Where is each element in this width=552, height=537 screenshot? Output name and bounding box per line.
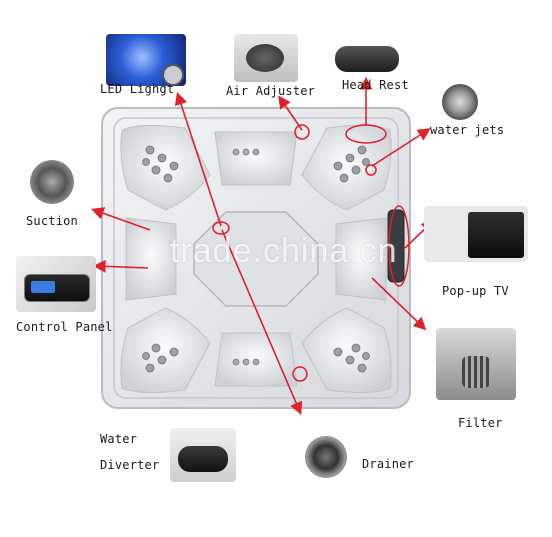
callout-arrows [90,76,435,415]
jets-bottom-left [142,343,179,373]
led-light-icon [162,64,184,86]
jets-top-right [333,145,370,183]
popup-tv-slot [387,209,405,283]
label-filter: Filter [458,416,503,430]
air-adjuster-photo [234,34,298,82]
label-suction: Suction [26,214,78,228]
label-popup-tv: Pop-up TV [442,284,509,298]
seat-bottom-left [120,307,211,394]
label-water-diverter-1: Water [100,432,138,446]
water-jet-photo [442,84,478,120]
control-panel-icon [24,274,90,302]
label-water-diverter-2: Diverter [100,458,160,472]
label-drainer: Drainer [362,457,414,471]
drainer-photo [305,436,347,478]
water-diverter-photo [170,428,236,482]
label-control-panel: Control Panel [16,320,113,334]
seat-left [125,217,177,301]
seat-top [214,131,298,186]
jets-top-left [142,145,179,183]
label-led-light: LED Lighgt [100,82,175,96]
filter-photo [436,328,516,400]
suction-photo [30,160,74,204]
head-rest-photo [335,46,399,72]
led-light-photo [106,34,186,86]
jets-sides [232,148,260,366]
seat-bottom-right [301,307,392,394]
control-panel-photo [16,256,96,312]
filter-icon [462,356,490,388]
watermark: trade.china.cn [170,232,398,270]
seat-top-left [120,124,211,211]
label-air-adjuster: Air Adjuster [226,84,316,98]
label-water-jets: water jets [430,123,505,137]
air-adjuster-icon [246,44,284,72]
label-head-rest: Head Rest [342,78,409,92]
popup-tv-photo [424,206,528,262]
tv-icon [468,212,524,258]
water-diverter-icon [178,446,228,472]
jets-bottom-right [333,343,370,373]
